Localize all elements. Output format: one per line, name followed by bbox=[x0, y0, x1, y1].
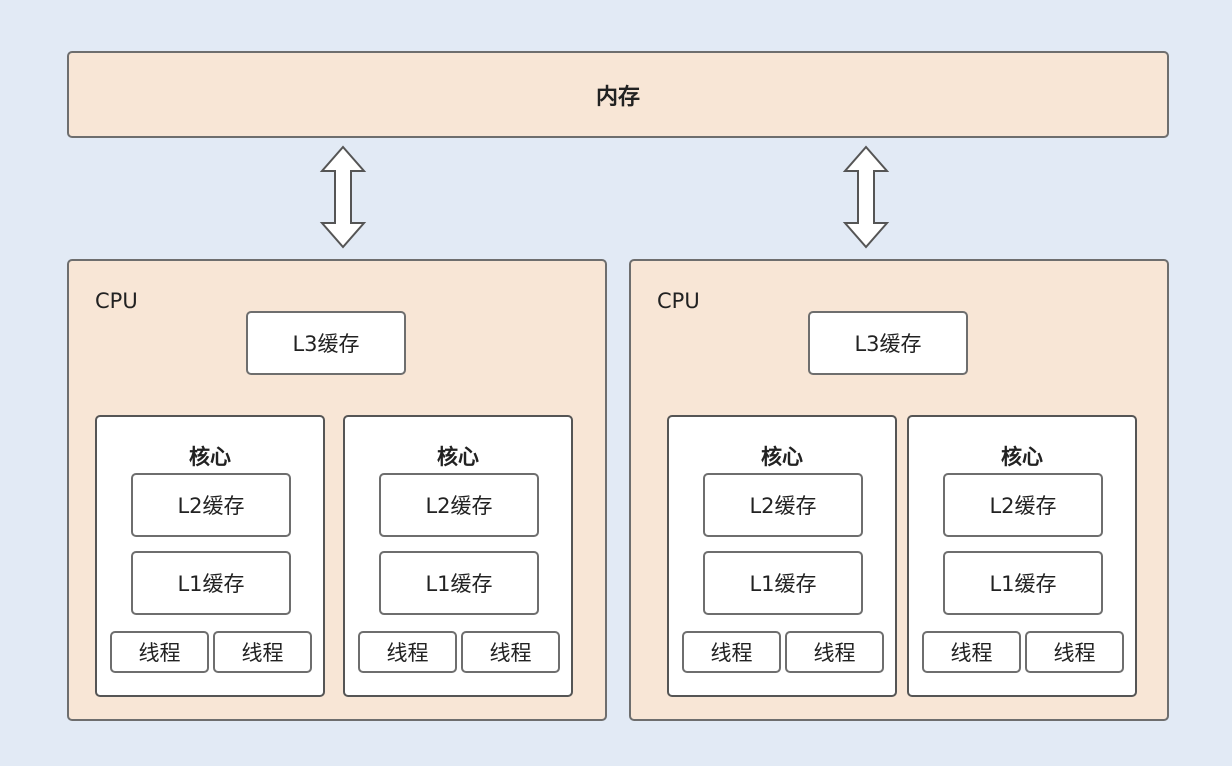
core-label: 核心 bbox=[761, 445, 803, 469]
l2-cache-label: L2缓存 bbox=[177, 494, 245, 518]
thread-label: 线程 bbox=[241, 641, 284, 665]
thread-label: 线程 bbox=[813, 641, 856, 665]
l1-cache-box: L1缓存 bbox=[131, 551, 291, 615]
thread-label: 线程 bbox=[710, 641, 753, 665]
thread-box: 线程 bbox=[922, 631, 1021, 673]
core-label: 核心 bbox=[1001, 445, 1043, 469]
l2-cache-box: L2缓存 bbox=[131, 473, 291, 537]
l3-cache-box: L3缓存 bbox=[246, 311, 406, 375]
double-arrow-icon bbox=[842, 145, 890, 249]
cpu-box: CPU L3缓存 核心 L2缓存 L1缓存 线程 线程 核心 L2缓存 L1缓存… bbox=[629, 259, 1169, 721]
core-label: 核心 bbox=[189, 445, 231, 469]
l1-cache-label: L1缓存 bbox=[989, 572, 1057, 596]
double-arrow-icon bbox=[319, 145, 367, 249]
core-box: 核心 L2缓存 L1缓存 线程 线程 bbox=[343, 415, 573, 697]
memory-label: 内存 bbox=[595, 84, 640, 110]
cpu-box: CPU L3缓存 核心 L2缓存 L1缓存 线程 线程 核心 L2缓存 L1缓存… bbox=[67, 259, 607, 721]
thread-label: 线程 bbox=[1053, 641, 1096, 665]
thread-box: 线程 bbox=[682, 631, 781, 673]
l2-cache-label: L2缓存 bbox=[425, 494, 493, 518]
thread-box: 线程 bbox=[1025, 631, 1124, 673]
thread-box: 线程 bbox=[461, 631, 560, 673]
thread-box: 线程 bbox=[213, 631, 312, 673]
thread-box: 线程 bbox=[785, 631, 884, 673]
memory-box: 内存 bbox=[67, 51, 1169, 138]
l3-cache-box: L3缓存 bbox=[808, 311, 968, 375]
core-box: 核心 L2缓存 L1缓存 线程 线程 bbox=[907, 415, 1137, 697]
l1-cache-box: L1缓存 bbox=[703, 551, 863, 615]
l1-cache-label: L1缓存 bbox=[749, 572, 817, 596]
thread-box: 线程 bbox=[110, 631, 209, 673]
core-label: 核心 bbox=[437, 445, 479, 469]
thread-label: 线程 bbox=[138, 641, 181, 665]
core-box: 核心 L2缓存 L1缓存 线程 线程 bbox=[95, 415, 325, 697]
thread-box: 线程 bbox=[358, 631, 457, 673]
thread-label: 线程 bbox=[950, 641, 993, 665]
l3-cache-label: L3缓存 bbox=[292, 332, 360, 356]
l1-cache-box: L1缓存 bbox=[379, 551, 539, 615]
cpu-label: CPU bbox=[95, 289, 138, 313]
l1-cache-box: L1缓存 bbox=[943, 551, 1103, 615]
l3-cache-label: L3缓存 bbox=[854, 332, 922, 356]
l2-cache-box: L2缓存 bbox=[379, 473, 539, 537]
l2-cache-label: L2缓存 bbox=[989, 494, 1057, 518]
core-box: 核心 L2缓存 L1缓存 线程 线程 bbox=[667, 415, 897, 697]
l1-cache-label: L1缓存 bbox=[177, 572, 245, 596]
l2-cache-label: L2缓存 bbox=[749, 494, 817, 518]
l2-cache-box: L2缓存 bbox=[943, 473, 1103, 537]
thread-label: 线程 bbox=[489, 641, 532, 665]
l2-cache-box: L2缓存 bbox=[703, 473, 863, 537]
cpu-label: CPU bbox=[657, 289, 700, 313]
l1-cache-label: L1缓存 bbox=[425, 572, 493, 596]
thread-label: 线程 bbox=[386, 641, 429, 665]
